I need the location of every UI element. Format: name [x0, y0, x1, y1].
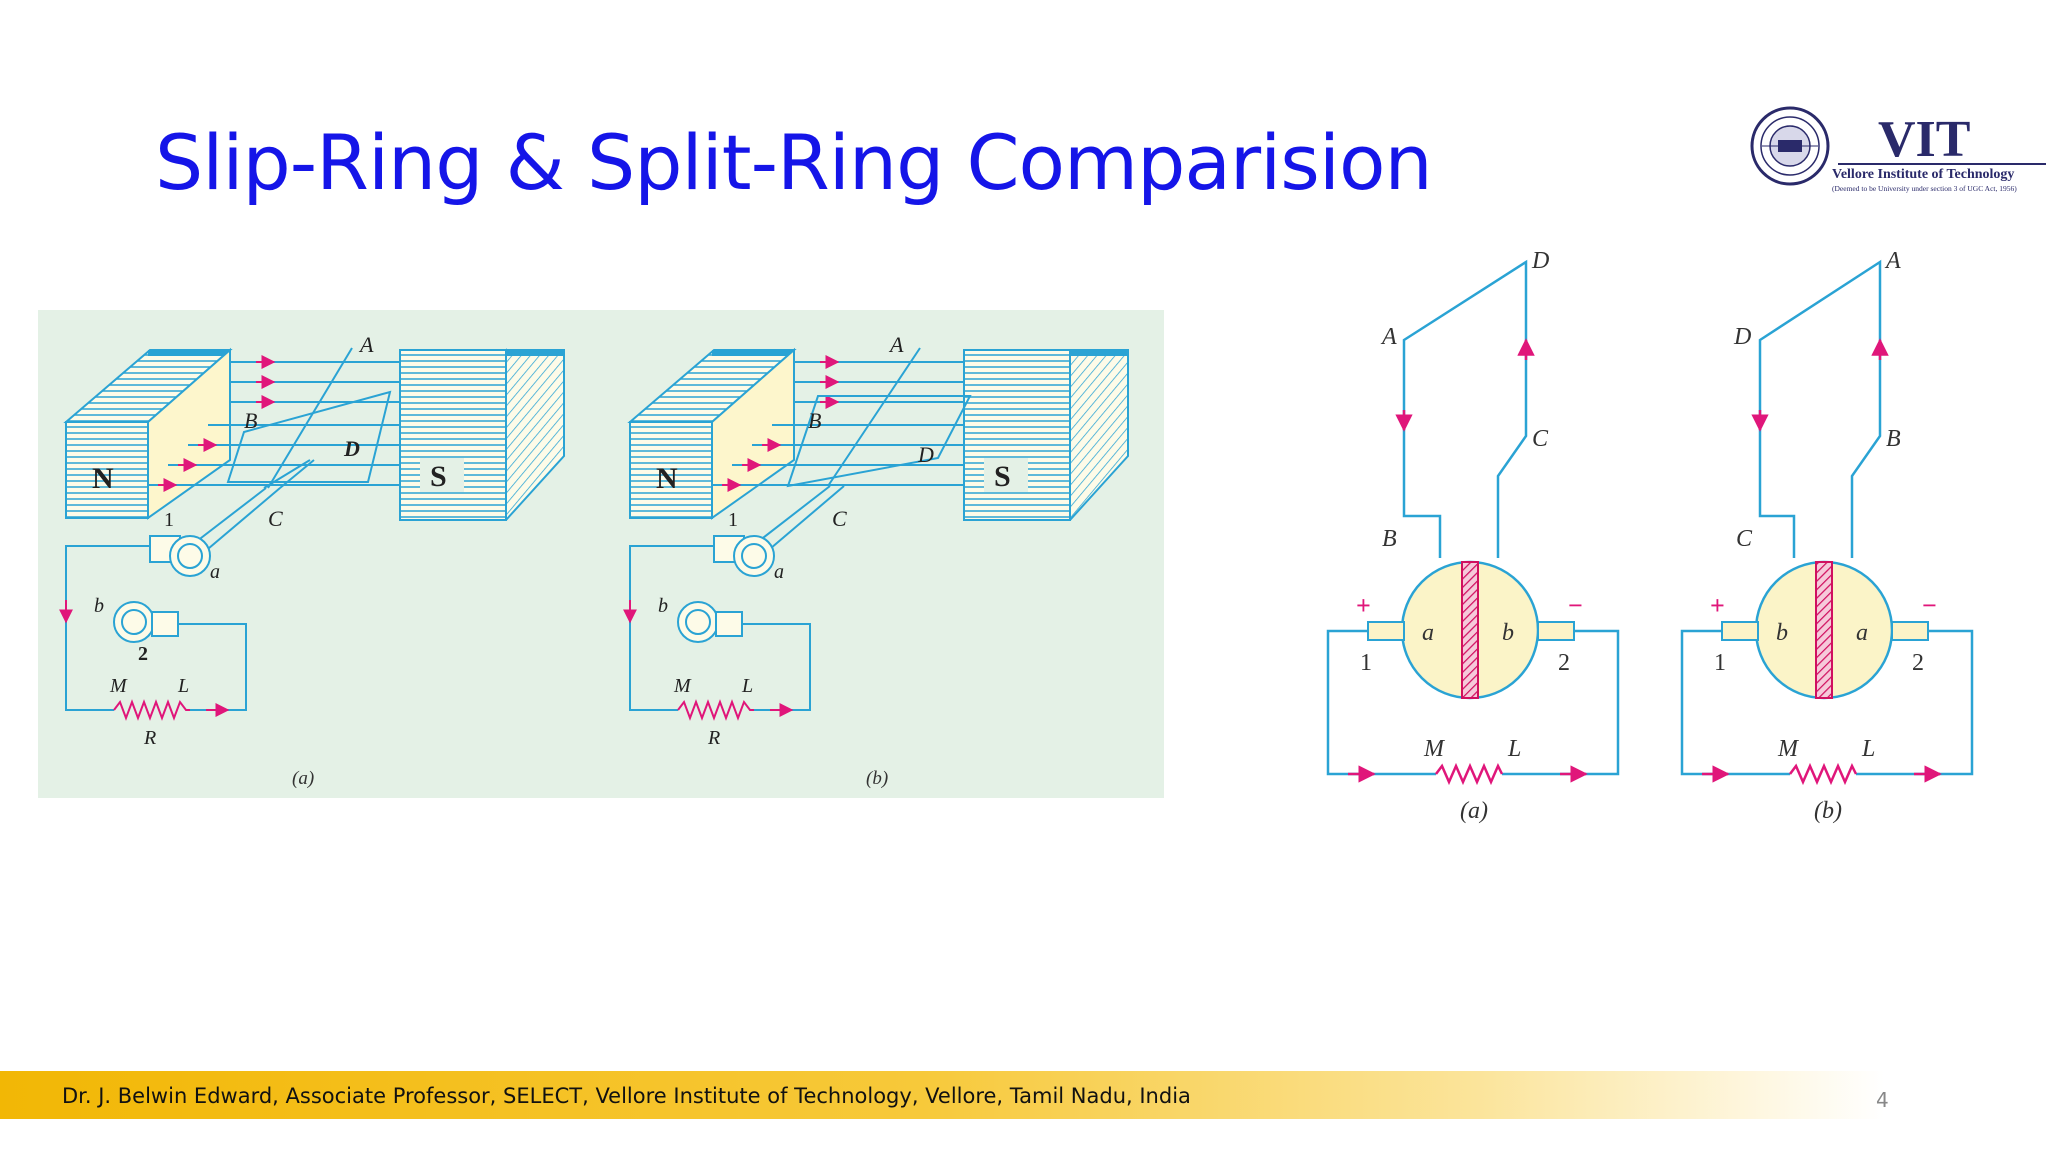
commutator-gap: [1461, 561, 1479, 699]
commutator-panel-a: D A C B a b + − 1 2 M L (a): [1326, 248, 1620, 824]
coil-label-b: B: [808, 408, 821, 433]
commutator-panel-b: A D B C b a + − 1 2 M L (b): [1680, 248, 1974, 824]
brush-label-1: 1: [1714, 650, 1726, 676]
caption-b: (b): [866, 768, 888, 789]
flux-arrows: [158, 355, 276, 492]
logo-name: Vellore Institute of Technology: [1832, 167, 2014, 182]
plus-sign: +: [1356, 591, 1371, 620]
segment-right-label: b: [1502, 620, 1514, 646]
coil-right-label: B: [1886, 426, 1901, 452]
ring-label-a: a: [210, 561, 220, 583]
coil-label-c: C: [268, 506, 283, 531]
ring-label-b: b: [94, 595, 104, 617]
coil-top-label: D: [1531, 248, 1549, 274]
brush-1: [1367, 621, 1405, 641]
brush-label-1: 1: [164, 509, 174, 531]
coil-label-b: B: [244, 408, 257, 433]
load-label-l: L: [1507, 736, 1521, 762]
coil-loop: [1402, 259, 1528, 558]
load-label-l: L: [1861, 736, 1875, 762]
vit-logo: VIT Vellore Institute of Technology (Dee…: [1748, 98, 2048, 198]
panel-a: N S: [59, 332, 565, 789]
load-label-r: R: [143, 727, 156, 749]
brush-2: [1537, 621, 1575, 641]
commutator-diagram: D A C B a b + − 1 2 M L (a): [1300, 240, 2040, 840]
brush-2: [1891, 621, 1929, 641]
south-pole-magnet: S: [963, 349, 1129, 521]
ring-label-b: b: [658, 595, 668, 617]
coil-lower-left-label: B: [1382, 526, 1397, 552]
north-label: N: [656, 462, 678, 495]
load-label-m: M: [109, 675, 128, 697]
coil-right-label: C: [1532, 426, 1549, 452]
brush-label-2: 2: [138, 643, 148, 665]
brush-label-1: 1: [1360, 650, 1372, 676]
south-label: S: [430, 460, 447, 493]
load-label-m: M: [1777, 736, 1800, 762]
load-label-l: L: [741, 675, 753, 697]
slide-title: Slip-Ring & Split-Ring Comparision: [155, 118, 1433, 207]
logo-brand: VIT: [1878, 111, 1970, 168]
footer-text: Dr. J. Belwin Edward, Associate Professo…: [62, 1084, 1191, 1108]
vit-emblem-icon: VIT Vellore Institute of Technology (Dee…: [1750, 106, 2046, 193]
armature-coil: [187, 347, 392, 555]
coil-label-a: A: [358, 332, 374, 357]
coil-label-d: D: [343, 436, 360, 461]
load-label-r: R: [707, 727, 720, 749]
coil-label-d: D: [917, 442, 934, 467]
flux-arrows: [722, 355, 840, 492]
brush-label-1: 1: [728, 509, 738, 531]
segment-left-label: b: [1776, 620, 1788, 646]
logo-tagline: (Deemed to be University under section 3…: [1832, 184, 2017, 193]
coil-upper-left-label: D: [1733, 324, 1751, 350]
caption-a: (a): [1460, 798, 1488, 824]
minus-sign: −: [1568, 591, 1583, 620]
brush-label-2: 2: [1912, 650, 1924, 676]
coil-top-label: A: [1884, 248, 1901, 274]
page-number: 4: [1876, 1088, 1889, 1112]
segment-left-label: a: [1422, 620, 1434, 646]
minus-sign: −: [1922, 591, 1937, 620]
coil-lower-left-label: C: [1736, 526, 1753, 552]
plus-sign: +: [1710, 591, 1725, 620]
load-label-m: M: [1423, 736, 1446, 762]
coil-upper-left-label: A: [1380, 324, 1397, 350]
footer-bar: [0, 1071, 2048, 1119]
coil-label-c: C: [832, 506, 847, 531]
north-pole-magnet: N: [627, 347, 797, 520]
caption-a: (a): [292, 768, 314, 789]
load-label-m: M: [673, 675, 692, 697]
commutator-gap: [1815, 561, 1833, 699]
south-pole-magnet: S: [399, 348, 565, 521]
generator-diagram: N S: [38, 310, 1164, 798]
north-pole-magnet: N: [63, 347, 233, 520]
load-label-l: L: [177, 675, 189, 697]
ring-label-a: a: [774, 561, 784, 583]
split-ring: [677, 535, 775, 643]
slip-rings: [113, 535, 211, 643]
brush-label-2: 2: [1558, 650, 1570, 676]
north-label: N: [92, 462, 114, 495]
segment-right-label: a: [1856, 620, 1868, 646]
panel-b: N S: [623, 332, 1129, 789]
caption-b: (b): [1814, 798, 1842, 824]
coil-loop: [1758, 259, 1882, 558]
coil-label-a: A: [888, 332, 904, 357]
brush-1: [1721, 621, 1759, 641]
south-label: S: [994, 460, 1011, 493]
